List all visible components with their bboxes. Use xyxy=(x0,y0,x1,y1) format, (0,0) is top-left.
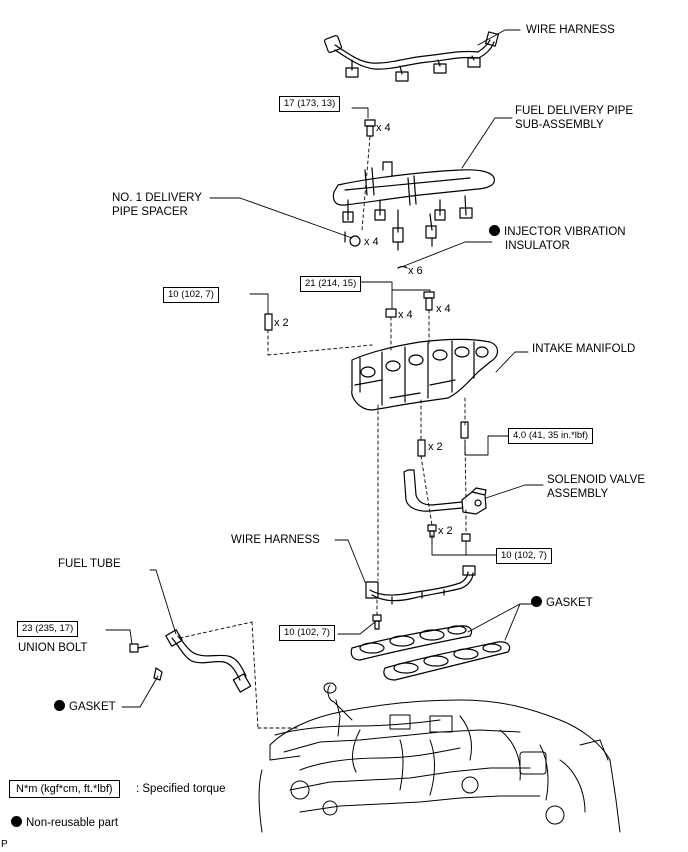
torque-box-solenoid-stud: 4.0 (41, 35 in.*lbf) xyxy=(508,428,593,444)
legend-torque-box: N*m (kgf*cm, ft.*lbf) xyxy=(9,780,120,798)
delivery-pipe-bolt-part xyxy=(364,119,376,137)
solenoid-valve-part xyxy=(403,469,487,515)
non-reusable-icon xyxy=(54,700,65,711)
qty-solenoid-stud: x 2 xyxy=(428,441,443,453)
engine-assembly-part xyxy=(258,682,621,833)
label-fuel-delivery-pipe-2: SUB-ASSEMBLY xyxy=(515,119,604,131)
label-gasket-right: GASKET xyxy=(531,596,593,610)
non-reusable-icon xyxy=(11,816,22,827)
label-gasket-right-text: GASKET xyxy=(546,597,593,609)
qty-manifold-bolt: x 4 xyxy=(436,303,451,315)
torque-box-manifold-stud: 10 (102, 7) xyxy=(163,287,219,303)
qty-delivery-bolt: x 4 xyxy=(376,122,391,134)
fuel-gasket-part xyxy=(153,667,163,681)
manifold-bolt-part xyxy=(423,291,435,311)
wire-harness-mid-part xyxy=(365,565,476,605)
label-delivery-pipe-spacer-2: PIPE SPACER xyxy=(112,206,188,218)
label-union-bolt: UNION BOLT xyxy=(18,642,88,654)
label-injector-insulator-1: INJECTOR VIBRATION xyxy=(489,225,626,239)
qty-insulator: x 6 xyxy=(408,265,423,277)
fuel-delivery-pipe-part xyxy=(332,161,495,251)
label-wire-harness-mid: WIRE HARNESS xyxy=(231,534,320,546)
delivery-pipe-spacer-part xyxy=(349,235,361,247)
label-delivery-pipe-spacer-1: NO. 1 DELIVERY xyxy=(112,192,202,204)
label-fuel-delivery-pipe-1: FUEL DELIVERY PIPE xyxy=(515,105,634,117)
torque-box-harness-bolt: 10 (102, 7) xyxy=(279,625,335,641)
injector-insulator-part xyxy=(397,265,408,269)
label-solenoid-valve-2: ASSEMBLY xyxy=(547,488,609,500)
qty-spacer: x 4 xyxy=(364,236,379,248)
non-reusable-icon xyxy=(531,596,542,607)
legend-torque-desc: : Specified torque xyxy=(136,783,226,795)
intake-manifold-part xyxy=(351,338,499,411)
harness-bolt-part xyxy=(372,614,382,630)
label-injector-insulator-2: INSULATOR xyxy=(505,240,570,252)
label-solenoid-valve-1: SOLENOID VALVE xyxy=(547,474,645,486)
torque-box-delivery-bolt: 17 (173, 13) xyxy=(279,96,341,112)
label-gasket-left: GASKET xyxy=(54,700,116,714)
solenoid-stud-part-2 xyxy=(417,439,426,457)
fuel-tube-part xyxy=(165,629,252,693)
label-injector-insulator-text: INJECTOR VIBRATION xyxy=(504,226,626,238)
non-reusable-icon xyxy=(489,225,500,236)
legend-nonreusable: Non-reusable part xyxy=(11,816,118,830)
torque-box-solenoid-bolt: 10 (102, 7) xyxy=(496,548,552,564)
wire-harness-top-part xyxy=(323,31,499,82)
legend-nonreusable-text: Non-reusable part xyxy=(26,817,119,829)
corner-mark: P xyxy=(1,839,8,850)
torque-box-union-bolt: 23 (235, 17) xyxy=(17,621,79,637)
label-gasket-left-text: GASKET xyxy=(69,701,116,713)
manifold-stud-part xyxy=(264,313,273,331)
manifold-nut-part xyxy=(385,308,397,318)
solenoid-nut-part xyxy=(461,533,471,542)
intake-gasket-part xyxy=(350,625,511,681)
label-wire-harness-top: WIRE HARNESS xyxy=(526,24,615,36)
qty-manifold-stud: x 2 xyxy=(274,317,289,329)
qty-manifold-nut: x 4 xyxy=(398,309,413,321)
label-fuel-tube: FUEL TUBE xyxy=(58,558,121,570)
solenoid-stud-part xyxy=(460,421,469,439)
label-intake-manifold: INTAKE MANIFOLD xyxy=(532,343,636,355)
union-bolt-part xyxy=(129,643,149,653)
qty-solenoid-bolt: x 2 xyxy=(438,525,453,537)
torque-box-manifold-bolt: 21 (214, 15) xyxy=(300,276,362,292)
